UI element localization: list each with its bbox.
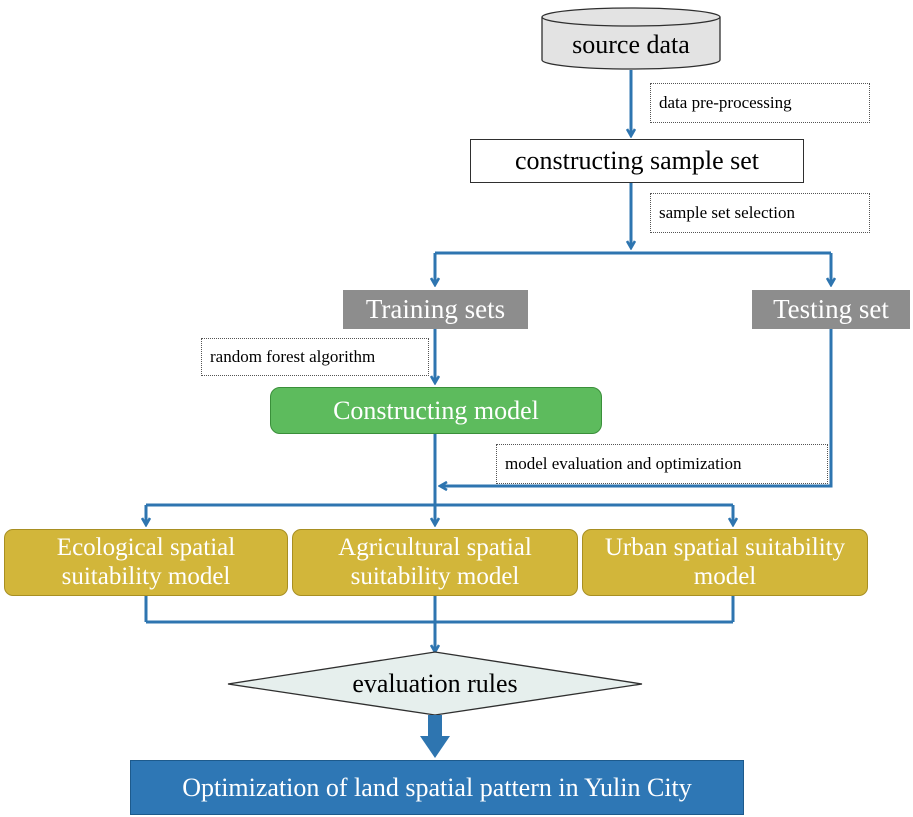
training-sets-box: Training sets — [343, 290, 528, 329]
thick-arrow-to-optimization — [420, 715, 450, 758]
ecological-model-box: Ecological spatial suitability model — [4, 529, 288, 596]
rules-diamond-shape — [227, 651, 643, 716]
note-random-forest: random forest algorithm — [201, 338, 429, 376]
constructing-model-box: Constructing model — [270, 387, 602, 434]
source-data-label: source data — [572, 30, 690, 59]
optimization-box: Optimization of land spatial pattern in … — [130, 760, 744, 815]
sample-set-box: constructing sample set — [470, 139, 804, 183]
line-testing-feedback — [440, 329, 833, 486]
testing-set-box: Testing set — [752, 290, 910, 329]
agricultural-model-box: Agricultural spatial suitability model — [292, 529, 578, 596]
note-sample-set-selection: sample set selection — [650, 193, 870, 233]
evaluation-rules-label: evaluation rules — [352, 669, 518, 698]
urban-model-box: Urban spatial suitability model — [582, 529, 868, 596]
note-data-preprocessing: data pre-processing — [650, 83, 870, 123]
note-model-evaluation: model evaluation and optimization — [496, 444, 828, 484]
source-cylinder-shape — [541, 7, 721, 70]
